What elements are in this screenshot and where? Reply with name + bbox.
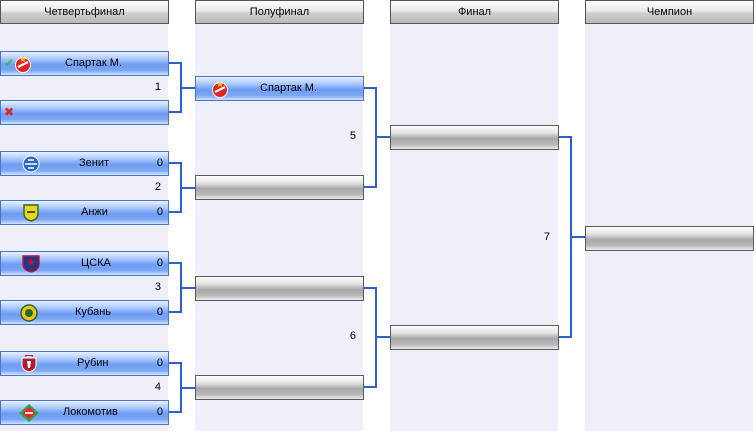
connector-match-4: [169, 362, 182, 413]
team-score: 0: [156, 406, 163, 418]
round-header-final: Финал: [390, 0, 559, 24]
cska-logo-icon: [22, 255, 40, 273]
team-name: Кубань: [75, 306, 112, 318]
qf1-team2-slot[interactable]: ✖: [0, 100, 169, 125]
connector-match-3: [169, 262, 182, 313]
connector-match-1: [169, 62, 182, 113]
lokomotiv-logo-icon: [19, 404, 39, 422]
sf2-team2-slot[interactable]: [195, 375, 364, 400]
final-team1-slot[interactable]: [390, 125, 559, 150]
team-name: Зенит: [79, 157, 110, 169]
connector-match-5: [364, 87, 377, 188]
sf1-team2-slot[interactable]: [195, 175, 364, 200]
team-name: Локомотив: [63, 406, 118, 418]
connector-match-7: [559, 136, 572, 338]
match-number-2: 2: [154, 181, 161, 193]
team-score: 0: [156, 357, 163, 369]
sf1-team1-slot[interactable]: Спартак М.: [195, 76, 364, 101]
qf1-team1-slot[interactable]: ✔ Спартак М.: [0, 51, 169, 76]
connector-match-2: [169, 162, 182, 213]
qf2-team2-slot[interactable]: Анжи 0: [0, 200, 169, 225]
qf4-team1-slot[interactable]: Рубин 0: [0, 351, 169, 376]
team-name: ЦСКА: [81, 257, 111, 269]
round-header-quarterfinal: Четвертьфинал: [0, 0, 169, 24]
spartak-logo-icon: [212, 81, 228, 98]
qf4-team2-slot[interactable]: Локомотив 0: [0, 400, 169, 425]
round-header-semifinal: Полуфинал: [195, 0, 364, 24]
connector-match-6: [364, 287, 377, 388]
zenit-logo-icon: [22, 155, 40, 173]
champion-slot[interactable]: [585, 226, 754, 251]
kuban-logo-icon: [20, 304, 38, 322]
match-number-6: 6: [349, 330, 356, 342]
match-number-3: 3: [154, 281, 161, 293]
winner-check-icon: ✔: [4, 56, 15, 70]
final-column: [390, 24, 558, 431]
qf3-team2-slot[interactable]: Кубань 0: [0, 300, 169, 325]
match-number-4: 4: [154, 381, 161, 393]
qf2-team1-slot[interactable]: Зенит 0: [0, 151, 169, 176]
sf2-team1-slot[interactable]: [195, 276, 364, 301]
team-name: Рубин: [77, 357, 109, 369]
rubin-logo-icon: [21, 355, 37, 373]
anzhi-logo-icon: [23, 204, 39, 222]
qf3-team1-slot[interactable]: ЦСКА 0: [0, 251, 169, 276]
team-score: 0: [156, 306, 163, 318]
team-score: 0: [156, 157, 163, 169]
match-number-5: 5: [349, 130, 356, 142]
spartak-logo-icon: [15, 56, 31, 73]
team-name: Анжи: [81, 206, 108, 218]
loser-cross-icon: ✖: [4, 105, 15, 119]
round-header-champion: Чемпион: [585, 0, 754, 24]
match-number-1: 1: [154, 81, 161, 93]
team-score: 0: [156, 206, 163, 218]
match-number-7: 7: [543, 231, 550, 243]
team-name: Спартак М.: [65, 57, 123, 69]
team-score: 0: [156, 257, 163, 269]
final-team2-slot[interactable]: [390, 325, 559, 350]
team-name: Спартак М.: [260, 82, 318, 94]
